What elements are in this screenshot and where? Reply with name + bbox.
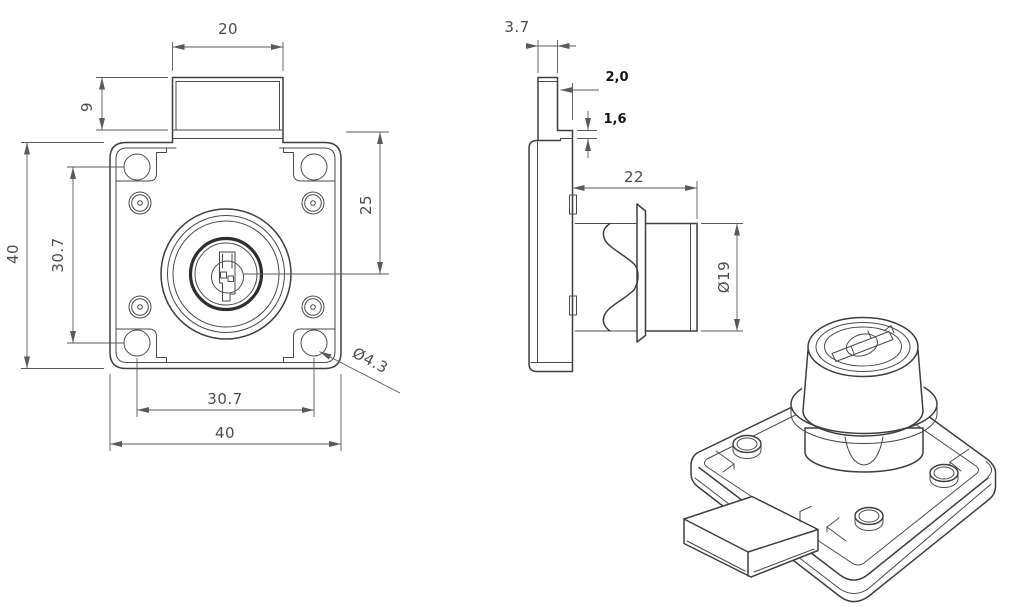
dim-cylinder-diameter: Ø19	[715, 261, 733, 293]
dim-center-to-latch: 25	[357, 195, 375, 215]
barrel-side	[644, 222, 698, 332]
dim-tab-width: 20	[218, 20, 238, 38]
dim-latch-step: 1,6	[603, 112, 626, 127]
dim-hole-spacing-h: 30.7	[207, 390, 242, 408]
iso-cylinder	[790, 316, 938, 473]
dim-overall-width: 40	[215, 424, 235, 442]
case-body-side	[528, 129, 577, 373]
isometric-view	[683, 316, 997, 603]
key-core-circle	[211, 260, 244, 294]
dim-hole-spacing-v: 30.7	[49, 237, 67, 272]
dim-latch-offset: 2,0	[605, 70, 628, 85]
dim-mount-hole-dia: Ø4.3	[349, 344, 391, 377]
bell-curve	[602, 222, 639, 332]
cylinder-side	[574, 203, 698, 343]
front-view: 20 9 40 30.7 25 30.7	[4, 20, 401, 451]
side-dimensions: 3.7 2,0 1,6 22 Ø19	[504, 18, 743, 332]
side-view: 3.7 2,0 1,6 22 Ø19	[504, 18, 743, 373]
iso-screw-bosses	[732, 434, 959, 531]
dim-latch-thickness: 3.7	[504, 18, 529, 36]
iso-cam-notch	[844, 436, 884, 466]
iso-latch-bolt	[683, 495, 819, 578]
keyhole	[219, 251, 236, 302]
iso-keyhole	[831, 325, 895, 362]
latch-bolt-side	[537, 76, 574, 142]
mounting-holes	[123, 153, 328, 357]
lock-cylinder-front	[160, 208, 389, 340]
latch-bolt-front	[171, 76, 284, 144]
corner-pockets	[115, 147, 336, 363]
iso-corner-pockets	[715, 448, 970, 542]
screw-bosses	[128, 191, 325, 319]
lock-plate-outline	[109, 141, 342, 370]
flange-side	[636, 203, 647, 343]
dim-cylinder-length: 22	[624, 168, 644, 186]
lock-plate-inner-edge	[115, 147, 336, 363]
dim-tab-height: 9	[78, 102, 96, 112]
dim-overall-height: 40	[4, 244, 22, 264]
